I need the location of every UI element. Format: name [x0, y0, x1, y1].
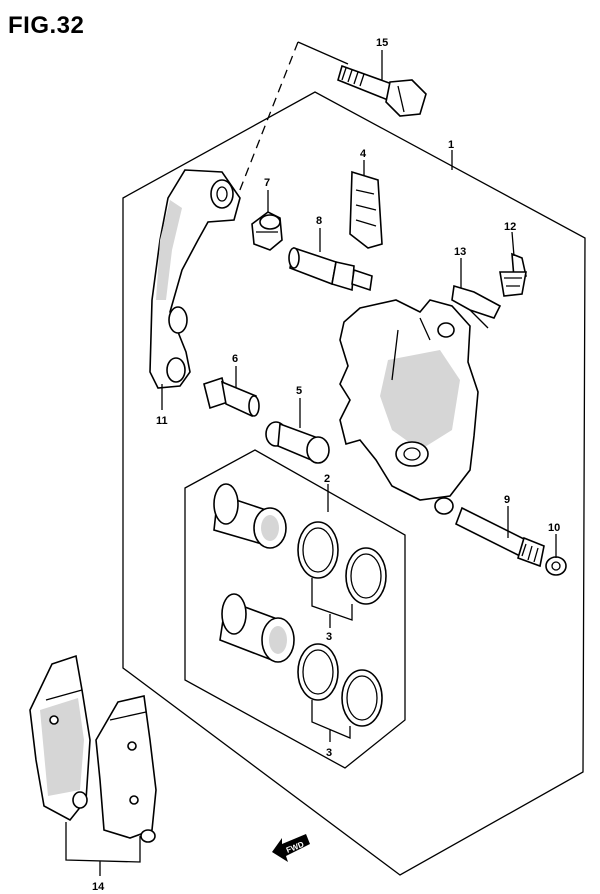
pin-6-part	[203, 376, 260, 418]
boot-7-part	[251, 211, 283, 251]
callout-5: 5	[296, 385, 302, 397]
figure-title: FIG.32	[8, 12, 85, 39]
forward-direction-arrow: FWD	[272, 834, 310, 862]
callout-10: 10	[548, 522, 560, 534]
callout-14: 14	[92, 881, 105, 893]
seal-kit-outline	[184, 449, 406, 769]
caliper-body-part	[339, 299, 479, 515]
callout-4: 4	[360, 148, 367, 160]
callout-13: 13	[454, 246, 466, 258]
pin-5-part	[265, 421, 330, 464]
seal-rings-3-part	[297, 521, 387, 727]
callout-1: 1	[448, 139, 454, 151]
pad-spring-4-part	[349, 170, 383, 249]
pin-9-part	[454, 506, 545, 568]
callout-14-bracket	[65, 822, 141, 876]
bracket-11-part	[149, 169, 241, 389]
cap-nut-10-part	[545, 556, 567, 576]
callout-9: 9	[504, 494, 510, 506]
pin-8-part	[288, 246, 373, 292]
callout-12: 12	[504, 221, 516, 233]
bleeder-cap-13-part	[451, 284, 502, 319]
bleeder-valve-12-part	[499, 252, 527, 297]
piston-lower-part	[219, 593, 295, 663]
callout-7: 7	[264, 177, 270, 189]
callout-3-upper: 3	[326, 631, 332, 643]
leader-lines	[161, 50, 557, 558]
callout-6: 6	[232, 353, 238, 365]
caliper-assembly-outline	[122, 91, 586, 876]
brake-pads-14-part	[29, 654, 157, 843]
callout-3-bracket-b	[311, 700, 351, 742]
callout-3-bracket-a	[311, 578, 353, 628]
callout-11: 11	[156, 415, 168, 427]
bolt-15-part	[337, 64, 427, 117]
callout-2: 2	[324, 473, 330, 485]
piston-upper-part	[213, 483, 287, 549]
callout-8: 8	[316, 215, 322, 227]
callout-3-lower: 3	[326, 747, 332, 759]
callout-15: 15	[376, 37, 388, 49]
bolt-15-leader-a	[297, 41, 349, 65]
